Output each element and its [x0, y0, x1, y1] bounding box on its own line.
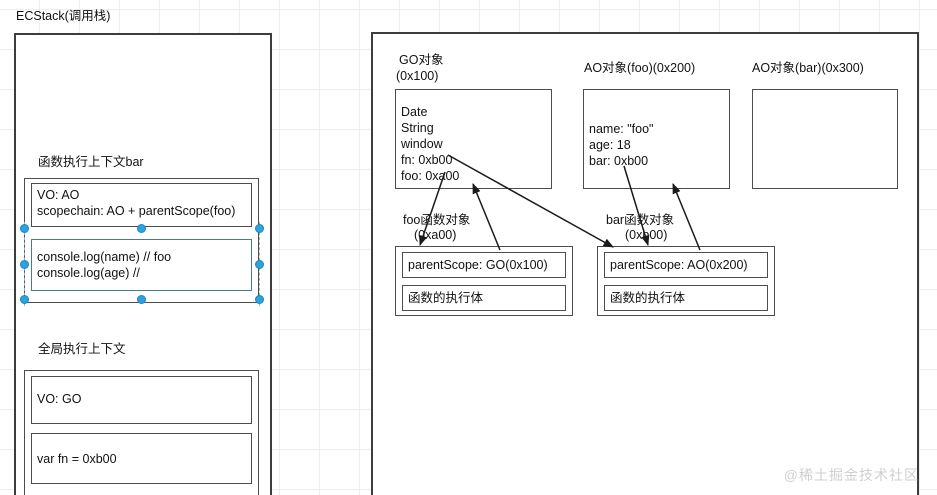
- ao-bar-title: AO对象(bar)(0x300): [752, 61, 864, 75]
- bar-function-body-text: 函数的执行体: [610, 291, 686, 305]
- bar-function-body-box[interactable]: 函数的执行体: [604, 285, 768, 311]
- ao-foo-box[interactable]: name: "foo" age: 18 bar: 0xb00: [583, 89, 730, 189]
- bar-function-scope-text: parentScope: AO(0x200): [610, 258, 748, 272]
- bar-function-address: (0xb00): [625, 228, 668, 242]
- ao-bar-box[interactable]: [752, 89, 898, 189]
- foo-function-body-text: 函数的执行体: [408, 291, 484, 305]
- resize-handle-n[interactable]: [136, 223, 146, 233]
- resize-handle-w[interactable]: [19, 259, 29, 269]
- foo-function-title: foo函数对象: [403, 213, 471, 227]
- ao-foo-body: name: "foo" age: 18 bar: 0xb00: [589, 122, 654, 168]
- foo-function-scope-box[interactable]: parentScope: GO(0x100): [402, 252, 566, 278]
- bar-function-scope-box[interactable]: parentScope: AO(0x200): [604, 252, 768, 278]
- context-heading-bar: 函数执行上下文bar: [38, 155, 144, 169]
- foo-function-address: (0xa00): [414, 228, 457, 242]
- context-bar-code-text: console.log(name) // foo console.log(age…: [37, 250, 172, 280]
- resize-handle-e[interactable]: [254, 259, 264, 269]
- go-object-title: GO对象: [399, 53, 444, 67]
- resize-handle-sw[interactable]: [19, 294, 29, 304]
- foo-function-body-box[interactable]: 函数的执行体: [402, 285, 566, 311]
- resize-handle-s[interactable]: [136, 294, 146, 304]
- resize-handle-ne[interactable]: [254, 223, 264, 233]
- resize-handle-se[interactable]: [254, 294, 264, 304]
- context-global-code-box[interactable]: var fn = 0xb00: [31, 433, 252, 484]
- context-global-vo-box[interactable]: VO: GO: [31, 376, 252, 424]
- context-global-code-text: var fn = 0xb00: [37, 452, 117, 466]
- bar-function-title: bar函数对象: [606, 213, 675, 227]
- go-object-body: Date String window fn: 0xb00 foo: 0xa00: [401, 105, 460, 183]
- go-object-box[interactable]: Date String window fn: 0xb00 foo: 0xa00: [395, 89, 552, 189]
- foo-function-scope-text: parentScope: GO(0x100): [408, 258, 548, 272]
- context-heading-global: 全局执行上下文: [38, 342, 126, 356]
- go-object-address: (0x100): [396, 69, 439, 83]
- context-global-vo-text: VO: GO: [37, 392, 82, 406]
- context-bar-code-box[interactable]: console.log(name) // foo console.log(age…: [31, 239, 252, 291]
- context-bar-vo-box[interactable]: VO: AO scopechain: AO + parentScope(foo): [31, 183, 252, 227]
- watermark: @稀土掘金技术社区: [783, 467, 919, 483]
- ecstack-title: ECStack(调用栈): [16, 9, 111, 23]
- ao-foo-title: AO对象(foo)(0x200): [584, 61, 696, 75]
- context-bar-vo-text: VO: AO scopechain: AO + parentScope(foo): [37, 188, 236, 218]
- resize-handle-nw[interactable]: [19, 223, 29, 233]
